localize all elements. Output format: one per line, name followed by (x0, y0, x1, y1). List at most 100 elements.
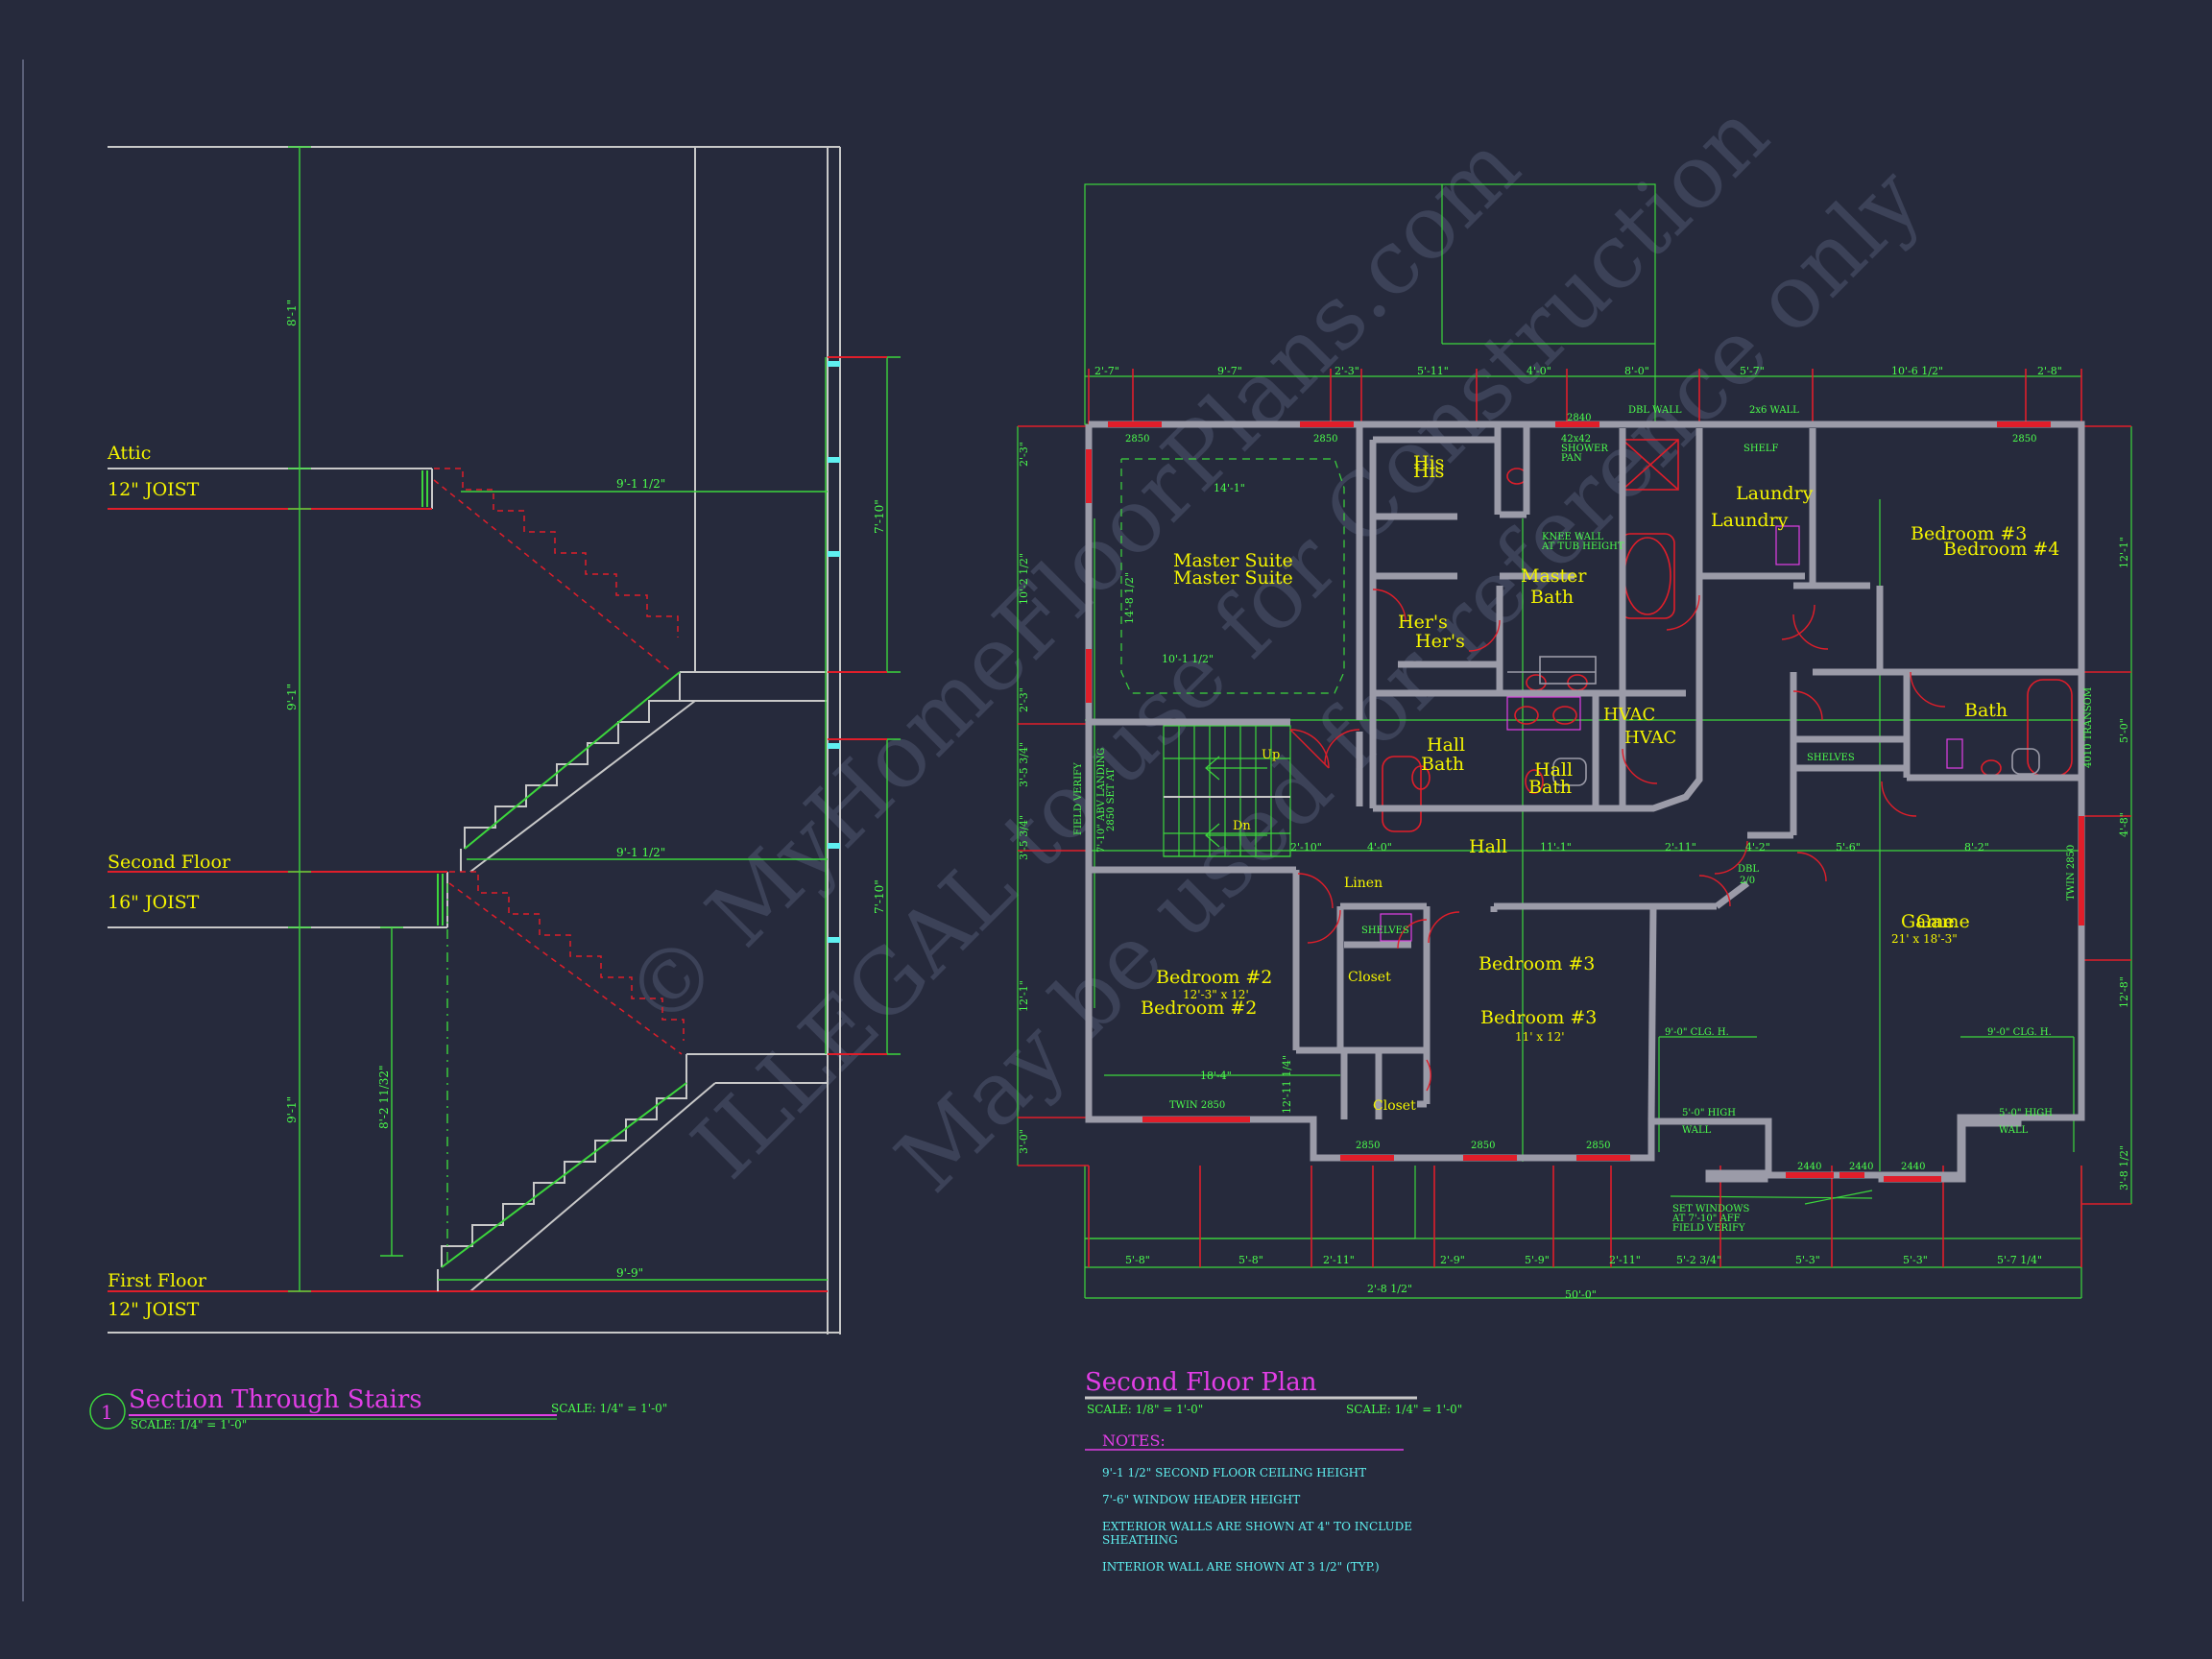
dim-int-7: 4'-2" (1745, 841, 1770, 854)
dim-int-5: 11'-1" (1540, 841, 1572, 854)
dim-bottom-8: 5'-3" (1903, 1254, 1928, 1266)
section-scale: SCALE: 1/4" = 1'-0" (131, 1418, 247, 1431)
note-2x6-wall: 2x6 WALL (1749, 405, 1799, 416)
room-bedroom-3-size: 11' x 12' (1515, 1030, 1565, 1044)
dim-int-10: 2'-10" (1290, 841, 1322, 854)
note-twin-right: TWIN 2850 (2066, 845, 2077, 901)
room-master-bath-2: Bath (1530, 587, 1574, 608)
note-twin-bottom: TWIN 2850 (1169, 1100, 1225, 1111)
dim-first-height: 9'-1" (285, 1096, 299, 1123)
stair-section: Attic 12" JOIST Second Floor 16" JOIST F… (89, 146, 901, 1431)
dim-right-1: 5'-0" (2118, 718, 2130, 743)
note-knee-wall-2: AT TUB HEIGHT (1541, 541, 1624, 552)
win-2440-b: 2440 (1849, 1162, 1873, 1172)
room-hall-bath-1: Hall (1427, 734, 1465, 756)
room-hvac: HVAC (1603, 705, 1655, 725)
room-laundry: Laundry (1736, 483, 1814, 504)
dim-left-5: 12'-1" (1018, 980, 1030, 1012)
note-shower-3: PAN (1561, 453, 1582, 464)
plan-scale: SCALE: 1/8" = 1'-0" (1087, 1403, 1203, 1416)
dim-overall: 50'-0" (1565, 1288, 1597, 1301)
dim-left-6: 3'-0" (1018, 1129, 1030, 1154)
note-landing-2: 2850 SET AT (1106, 768, 1117, 831)
note-shelves-1: SHELVES (1361, 926, 1409, 936)
dim-top-1: 9'-7" (1217, 365, 1242, 377)
room-closet-1: Closet (1348, 970, 1391, 985)
dim-bottom-3: 2'-9" (1440, 1254, 1465, 1266)
note-field-verify: FIELD VERIFY (1073, 762, 1084, 835)
dim-left-4: 3'-5 3/4" (1018, 815, 1030, 860)
note-clg-left: 9'-0" CLG. H. (1665, 1027, 1729, 1038)
win-2440-c: 2440 (1901, 1162, 1925, 1172)
room-linen: Linen (1344, 876, 1382, 891)
room-hall-bath-1b: Bath (1421, 754, 1464, 775)
second-floor-plan: Master Suite Master Suite His His Her's … (1017, 183, 2132, 1574)
dim-bottom-6: 5'-2 3/4" (1676, 1254, 1721, 1266)
note-transom: 4010 TRANSOM (2083, 687, 2094, 768)
dim-int-0: 14'-1" (1214, 482, 1245, 494)
win-2850-a: 2850 (1125, 434, 1149, 445)
notes-title: NOTES: (1102, 1431, 1166, 1450)
room-laundry-dup: Laundry (1711, 510, 1789, 531)
note-wall-right-1: 5'-0" HIGH (1999, 1108, 2053, 1118)
note-knee-wall-1: KNEE WALL (1542, 532, 1604, 542)
dim-top-0: 2'-7" (1094, 365, 1119, 377)
stair-dn-label: Dn (1233, 819, 1251, 833)
dim-int-1: 10'-1 1/2" (1162, 653, 1214, 665)
note-shower-2: SHOWER (1561, 444, 1608, 454)
dim-left-0: 2'-3" (1018, 442, 1030, 467)
dim-top-7: 10'-6 1/2" (1891, 365, 1943, 377)
dim-bottom-9: 5'-7 1/4" (1997, 1254, 2042, 1266)
room-hall: Hall (1469, 836, 1507, 857)
section-scale-2: SCALE: 1/4" = 1'-0" (551, 1402, 667, 1415)
win-2850-e: 2850 (1471, 1141, 1495, 1151)
dim-right-2: 4'-8" (2118, 812, 2130, 837)
joist-attic: 12" JOIST (108, 479, 200, 500)
dim-right-3: 12'-8" (2118, 976, 2130, 1008)
note-1: 9'-1 1/2" SECOND FLOOR CEILING HEIGHT (1102, 1466, 1366, 1479)
room-bedroom-4: Bedroom #4 (1943, 539, 2059, 560)
room-bedroom-2-dup: Bedroom #2 (1141, 998, 1257, 1019)
note-wall-left-2: WALL (1682, 1125, 1712, 1136)
dim-lower-window: 7'-10" (873, 879, 886, 914)
dim-head-height: 8'-2 11/32" (377, 1065, 391, 1129)
room-game-dup: Game (1916, 911, 1970, 932)
note-set-windows-1: SET WINDOWS (1672, 1204, 1749, 1214)
note-shelves-2: SHELVES (1807, 753, 1855, 763)
dim-int-3: 18'-4" (1200, 1070, 1232, 1082)
joist-second-floor: 16" JOIST (108, 892, 200, 913)
note-3: EXTERIOR WALLS ARE SHOWN AT 4" TO INCLUD… (1102, 1520, 1412, 1533)
dim-left-2: 2'-3" (1018, 687, 1030, 712)
room-master-suite: Master Suite (1173, 550, 1293, 571)
dim-left-3: 3'-5 3/4" (1018, 742, 1030, 787)
note-3b: SHEATHING (1102, 1533, 1178, 1547)
note-set-windows-2: AT 7'-10" AFF (1671, 1214, 1741, 1224)
note-dbl-wall: DBL WALL (1628, 405, 1682, 416)
dim-top-2: 2'-3" (1334, 365, 1359, 377)
dim-int-2: 14'-8 1/2" (1123, 572, 1136, 624)
note-set-windows-3: FIELD VERIFY (1672, 1223, 1745, 1234)
dim-lower-run: 9'-9" (616, 1266, 643, 1280)
dim-int-4: 12'-11 1/4" (1281, 1055, 1293, 1114)
level-second-floor: Second Floor (108, 852, 231, 873)
dim-bottom-7: 5'-3" (1795, 1254, 1820, 1266)
room-bedroom-3-top: Bedroom #3 (1911, 523, 2027, 544)
dim-int-9: 8'-2" (1964, 841, 1989, 854)
level-attic: Attic (107, 443, 151, 464)
dim-top-5: 8'-0" (1624, 365, 1649, 377)
room-bedroom-2-size: 12'-3" x 12' (1183, 988, 1249, 1001)
room-master-suite-dup: Master Suite (1173, 567, 1293, 589)
dim-top-4: 4'-0" (1527, 365, 1551, 377)
note-landing: 7'-10" ABV LANDING (1096, 748, 1107, 853)
dim-int-11: 4'-0" (1367, 841, 1392, 854)
win-2850-f: 2850 (1586, 1141, 1610, 1151)
win-2850-d: 2850 (1356, 1141, 1380, 1151)
plan-title: Second Floor Plan (1085, 1368, 1317, 1397)
room-hall-bath-2: Hall (1534, 759, 1573, 781)
dim-top-6: 5'-7" (1740, 365, 1765, 377)
dim-bottom-4: 5'-9" (1525, 1254, 1550, 1266)
room-hers: Her's (1398, 612, 1448, 633)
joist-first-floor: 12" JOIST (108, 1299, 200, 1320)
level-first-floor: First Floor (108, 1270, 207, 1291)
